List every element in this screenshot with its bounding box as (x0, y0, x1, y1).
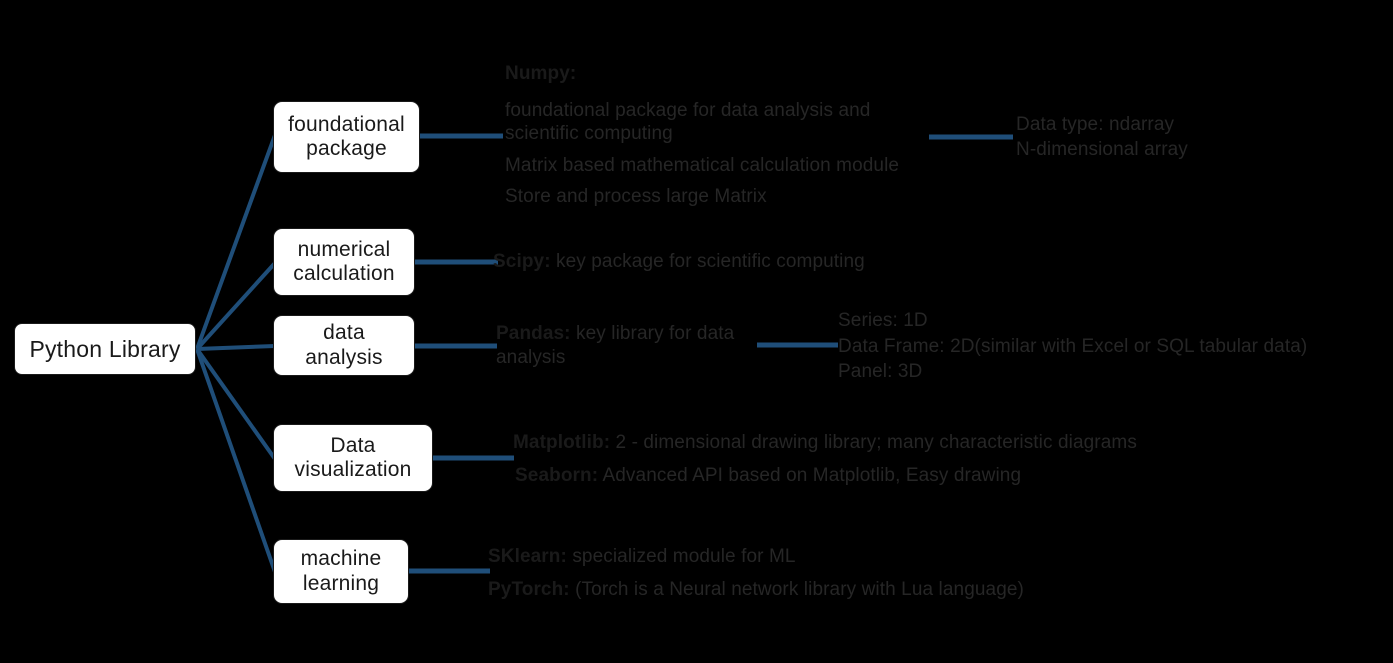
pandas-type-panel: Panel: 3D (838, 361, 923, 383)
numpy-line-3: Store and process large Matrix (505, 185, 767, 207)
branch-node-foundational-package[interactable]: foundational package (273, 101, 420, 173)
scipy-text: key package for scientific computing (550, 251, 865, 272)
ndarray-line-1: Data type: ndarray (1016, 114, 1175, 135)
sklearn-entry: SKlearn: specialized module for ML (488, 545, 1108, 570)
sklearn-text: specialized module for ML (566, 546, 796, 567)
pytorch-entry: PyTorch: (Torch is a Neural network libr… (488, 578, 1108, 603)
detail-visualization: Matplotlib: 2 - dimensional drawing libr… (513, 431, 1203, 488)
detail-machine-learning: SKlearn: specialized module for ML PyTor… (488, 545, 1108, 602)
edge-root-to-numerical (195, 261, 277, 351)
pytorch-text: (Torch is a Neural network library with … (569, 578, 1024, 600)
matplotlib-entry: Matplotlib: 2 - dimensional drawing libr… (513, 431, 1203, 456)
pytorch-lead: PyTorch: (488, 578, 570, 600)
branch-node-numerical-calculation[interactable]: numerical calculation (273, 228, 415, 296)
branch-node-data-analysis[interactable]: data analysis (273, 315, 415, 376)
pandas-text: key library for data analysis (496, 323, 735, 368)
branch-node-machine-learning[interactable]: machine learning (273, 539, 409, 604)
ndarray-line-2: N-dimensional array (1016, 138, 1188, 160)
detail-scipy: Scipy: key package for scientific comput… (493, 250, 1193, 273)
sklearn-lead: SKlearn: (488, 546, 567, 567)
edge-root-to-foundational (195, 134, 277, 350)
detail-pandas: Pandas: key library for data analysis (496, 322, 751, 370)
edge-root-to-visualization (195, 347, 277, 461)
pandas-type-series: Series: 1D (838, 310, 928, 331)
pandas-lead: Pandas: (496, 323, 571, 344)
scipy-lead: Scipy: (493, 251, 551, 272)
seaborn-entry: Seaborn: Advanced API based on Matplotli… (513, 464, 1203, 489)
detail-numpy: Numpy: foundational package for data ana… (505, 62, 925, 216)
edge-root-to-data-analysis (196, 344, 276, 351)
numpy-header: Numpy: (505, 63, 577, 84)
numpy-line-1: foundational package for data analysis a… (505, 100, 871, 145)
detail-pandas-types: Series: 1D Data Frame: 2D(similar with E… (838, 308, 1308, 385)
matplotlib-text: 2 - dimensional drawing library; many ch… (610, 432, 1137, 453)
branch-node-data-visualization[interactable]: Data visualization (273, 424, 433, 492)
edge-root-to-machine (195, 348, 277, 573)
seaborn-lead: Seaborn: (515, 464, 599, 486)
matplotlib-lead: Matplotlib: (513, 432, 611, 453)
detail-ndarray: Data type: ndarray N-dimensional array (1016, 113, 1316, 162)
seaborn-text: Advanced API based on Matplotlib, Easy d… (598, 464, 1022, 486)
root-node-python-library[interactable]: Python Library (14, 323, 196, 375)
pandas-type-dataframe: Data Frame: 2D(similar with Excel or SQL… (838, 335, 1308, 357)
numpy-line-2: Matrix based mathematical calculation mo… (505, 154, 900, 176)
